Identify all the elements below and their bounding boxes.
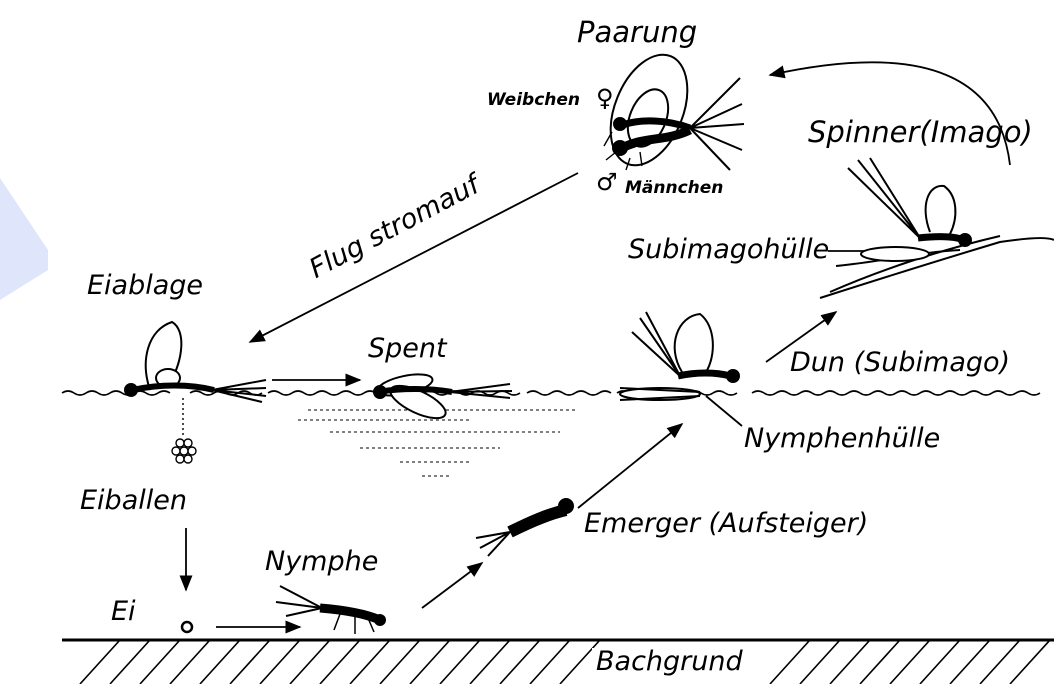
arrow-nymphe-to-emerger (422, 563, 482, 608)
pointer-nymphenhuelle (706, 396, 742, 426)
spinner-imago-fly (820, 158, 1054, 298)
label-eiablage: Eiablage (87, 272, 203, 299)
label-spinner-imago: Spinner(Imago) (808, 118, 1033, 147)
label-nymphenhuelle: Nymphenhülle (744, 425, 940, 452)
emerger-illustration (476, 499, 573, 556)
female-symbol-icon: ♀ (596, 86, 614, 110)
label-nymphe: Nymphe (265, 548, 378, 575)
label-dun-subimago: Dun (Subimago) (790, 349, 1010, 376)
arrow-emerger-to-dun (578, 424, 682, 508)
label-bachgrund: Bachgrund (592, 648, 747, 675)
male-symbol-icon: ♂ (596, 170, 618, 194)
spent-ripples (298, 410, 578, 476)
spent-fly (374, 370, 512, 424)
accent-shape (0, 178, 48, 300)
label-paarung: Paarung (577, 18, 697, 47)
stream-bed (62, 640, 1054, 684)
label-eiballen: Eiballen (80, 487, 187, 514)
label-weibchen: Weibchen (487, 92, 580, 109)
dun-fly (620, 312, 739, 400)
egg-illustration (182, 622, 192, 632)
label-spent: Spent (368, 335, 447, 362)
label-maennchen: Männchen (625, 180, 723, 197)
label-ei: Ei (111, 598, 136, 625)
mating-pair-illustration (596, 43, 744, 176)
label-emerger: Emerger (Aufsteiger) (584, 510, 868, 537)
label-subimagohuelle: Subimagohülle (628, 236, 829, 263)
arrow-imago-to-paarung (770, 62, 1010, 165)
